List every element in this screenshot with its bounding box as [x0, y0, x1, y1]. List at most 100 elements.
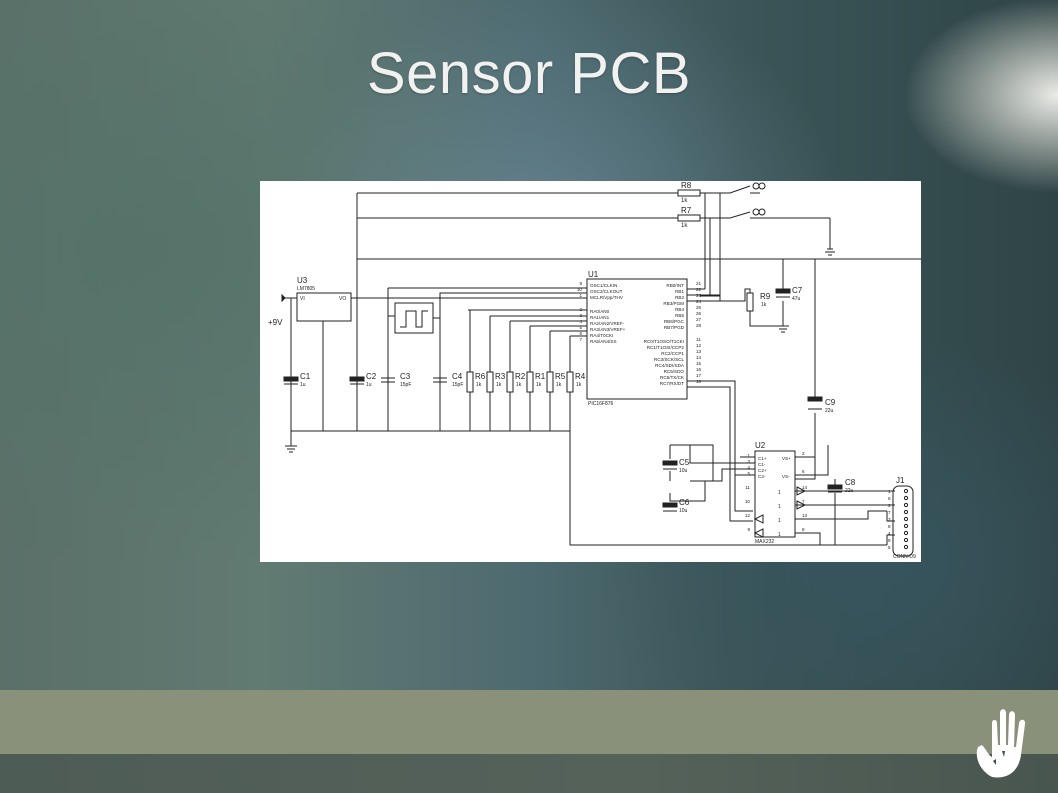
u1-right-pin-label: RC5/SDO: [664, 369, 685, 374]
r8-value: 1k: [681, 198, 688, 204]
u1-right-pin-number: 27: [696, 317, 702, 322]
u2-right-pin-number: 14: [802, 485, 808, 490]
hand-logo-icon: [976, 709, 1026, 778]
c9-value: 22u: [825, 408, 834, 414]
u1-left-pin-number: 7: [579, 337, 582, 342]
u1-left-pin-label: RA5/AN4/SS: [590, 339, 617, 344]
u3-pin-vi: VI: [300, 296, 305, 302]
u1-right-pin-label: RB2: [675, 295, 684, 300]
r4-value: 1k: [576, 382, 582, 388]
u1-right-pin-label: RB5: [675, 313, 684, 318]
r7-value: 1k: [681, 223, 688, 229]
j1-pin-number: 7: [888, 510, 891, 515]
u2-right-pin-number: 7: [802, 499, 805, 504]
u1-right-pin-label: RC7/RX/DT: [660, 381, 684, 386]
u2-buf3-label: 1: [778, 518, 781, 524]
u2-left-pin-number: 5: [747, 471, 750, 476]
u1-right-pin-label: RC1/T1OSI/CCP2: [647, 345, 685, 350]
u1-left-pin-label: RA0/AN0: [590, 309, 610, 314]
r6-ref: R6: [475, 372, 486, 381]
u2-left-pin-number: 9: [747, 527, 750, 532]
r5-ref: R5: [555, 372, 566, 381]
footer-bottom: [0, 754, 1058, 793]
u2-part: MAX232: [755, 539, 774, 545]
u2-pin-c2plus: C2+: [758, 468, 767, 473]
u1-left-pin-number: 2: [579, 307, 582, 312]
u1-left-pin-number: 4: [579, 319, 582, 324]
u2-left-pin-number: 10: [745, 499, 751, 504]
r9-ref: R9: [760, 292, 771, 301]
u1-left-pin-label: RA4/T0CKI: [590, 333, 613, 338]
u1-right-pin-label: RB3/PGM: [663, 301, 684, 306]
c1-value: 1u: [300, 382, 306, 388]
u2-right-pin-number: 2: [802, 451, 805, 456]
j1-pin-number: 5: [888, 545, 891, 550]
supply-label: +9V: [268, 318, 283, 327]
j1-pin-contact: [903, 523, 909, 529]
u2-buf1-label: 1: [778, 490, 781, 496]
u1-left-pin-label: RA3/AN3/VREF+: [590, 327, 626, 332]
u1-left-pin-label: RA1/AN1: [590, 315, 610, 320]
c7-value: 47u: [792, 296, 801, 302]
u2-pin-c1plus: C1+: [758, 456, 767, 461]
u1-right-pin-number: 13: [696, 349, 702, 354]
u1-right-pin-number: 17: [696, 373, 702, 378]
u2-buf2-label: 1: [778, 504, 781, 510]
r4-ref: R4: [575, 372, 586, 381]
u1-right-pin-label: RB4: [675, 307, 684, 312]
r1-value: 1k: [536, 382, 542, 388]
u1-part: PIC16F876: [588, 401, 614, 407]
u1-right-pin-number: 28: [696, 323, 702, 328]
u1-right-pin-number: 25: [696, 305, 702, 310]
c2-value: 1u: [366, 382, 372, 388]
u1-left-pin-number: 9: [579, 281, 582, 286]
u1-right-pin-label: RC0/T1OSO/T1CKI: [644, 339, 684, 344]
c3-ref: C3: [400, 372, 411, 381]
u1-right-pin-label: RC3/SCK/SCL: [654, 357, 685, 362]
u2-pin-vsplus: VS+: [782, 456, 791, 461]
j1-pin-number: 4: [888, 531, 891, 536]
j1-pin-contact: [903, 537, 909, 543]
r7-ref: R7: [681, 206, 692, 215]
u3-pin-vo: VO: [339, 296, 346, 302]
c7-ref: C7: [792, 286, 803, 295]
u2-pin-c2minus: C2-: [758, 474, 766, 479]
circuit-schematic: R8 1k R7 1k U3 LM7805 VI VO +9V C1 1u C2…: [260, 181, 921, 562]
u2-right-pin-number: 8: [802, 527, 805, 532]
u2-left-pin-number: 11: [745, 485, 750, 490]
c8-ref: C8: [845, 478, 856, 487]
r2-value: 1k: [516, 382, 522, 388]
u1-right-pin-label: RB1: [675, 289, 684, 294]
u1-right-pin-number: 26: [696, 311, 702, 316]
c4-value: 15pF: [452, 382, 463, 388]
u2-right-pin-number: 6: [802, 469, 805, 474]
u1-left-pin-label: RA2/AN2/VREF-: [590, 321, 625, 326]
c6-ref: C6: [679, 498, 690, 507]
c4-ref: C4: [452, 372, 463, 381]
r5-value: 1k: [556, 382, 562, 388]
c1-ref: C1: [300, 372, 311, 381]
j1-pin-contact: [903, 502, 909, 508]
r3-value: 1k: [496, 382, 502, 388]
r6-value: 1k: [476, 382, 482, 388]
u2-pin-vsminus: VS-: [782, 474, 790, 479]
u1-right-pin-label: RB6/PGC: [664, 319, 685, 324]
j1-pin-number: 8: [888, 524, 891, 529]
u1-left-pin-number: 6: [579, 331, 582, 336]
j1-part: CONN-D9: [893, 554, 916, 560]
j1-pin-contact: [903, 509, 909, 515]
u2-left-pin-number: 12: [745, 513, 751, 518]
c6-value: 10u: [679, 508, 688, 514]
footer-bar: [0, 690, 1058, 754]
u1-right-pin-label: RC6/TX/CK: [660, 375, 685, 380]
u1-right-pin-number: 12: [696, 343, 702, 348]
c8-value: 22u: [845, 488, 854, 494]
r3-ref: R3: [495, 372, 506, 381]
u2-left-pin-number: 3: [747, 459, 750, 464]
j1-pin-contact: [903, 495, 909, 501]
c9-ref: C9: [825, 398, 836, 407]
u1-left-pin-number: 1: [579, 293, 582, 298]
j1-pin-number: 3: [888, 517, 891, 522]
u1-right-pin-number: 14: [696, 355, 702, 360]
u1-right-pin-label: RB0/INT: [666, 283, 684, 288]
